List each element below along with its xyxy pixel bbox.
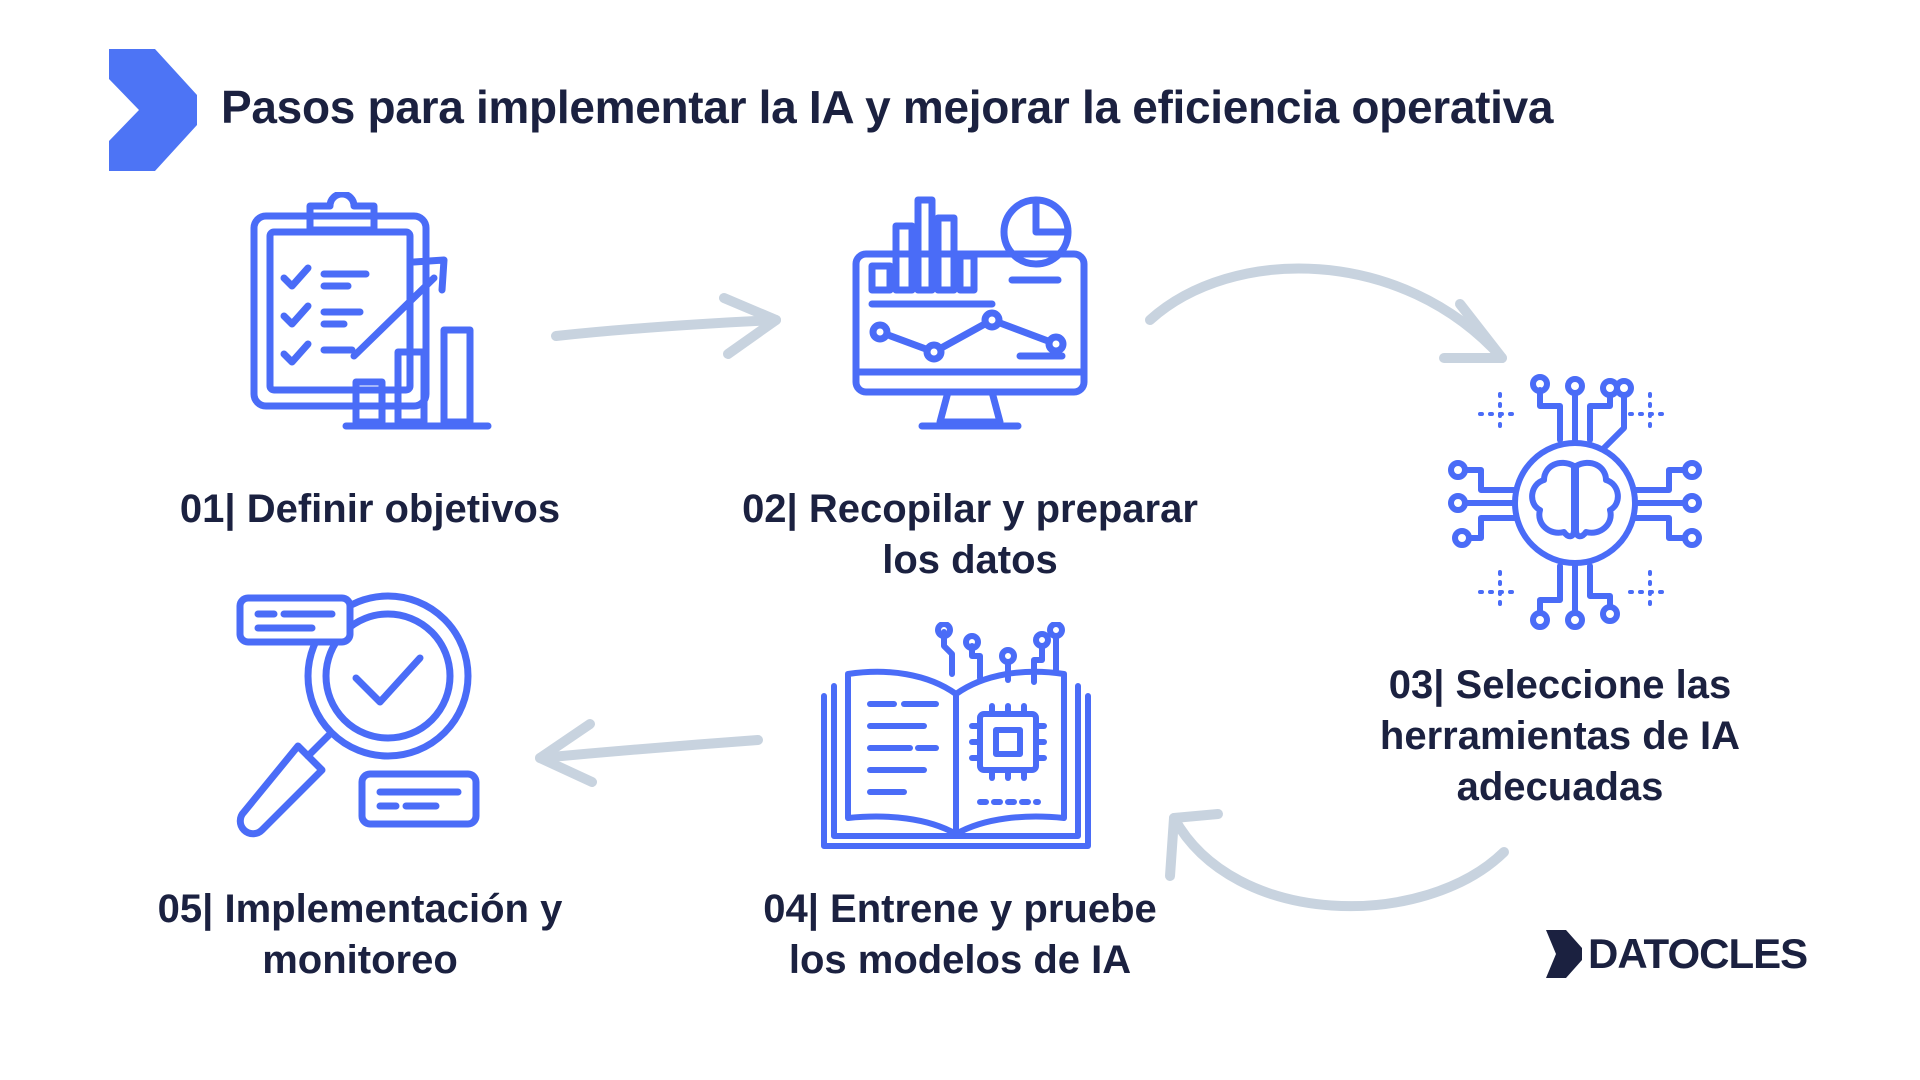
arrow-step1-to-step2 xyxy=(551,293,781,359)
arrow-step4-to-step5 xyxy=(535,719,763,787)
step-01-label: 01| Definir objetivos xyxy=(179,487,561,531)
page-title: Pasos para implementar la IA y mejorar l… xyxy=(221,81,1554,133)
brand-name: DATOCLES xyxy=(1588,930,1808,977)
clipboard-growth-chart-icon xyxy=(250,192,492,430)
title-chevron-icon xyxy=(109,49,197,171)
monitor-analytics-icon xyxy=(852,196,1088,430)
arrow-step3-to-step4 xyxy=(1165,809,1509,911)
step-02-label: 02| Recopilar y preparar los datos xyxy=(742,487,1198,582)
magnifier-check-icon xyxy=(236,592,480,838)
step-03-label: 03| Seleccione las herramientas de IA ad… xyxy=(1379,663,1741,809)
ai-brain-chip-icon xyxy=(1448,374,1702,630)
step-04-label: 04| Entrene y pruebe los modelos de IA xyxy=(763,887,1157,982)
book-chip-icon xyxy=(821,622,1091,849)
arrow-step2-to-step3 xyxy=(1145,263,1507,363)
datocles-logo-icon xyxy=(1546,930,1582,978)
brand-logo: DATOCLES xyxy=(1546,930,1808,978)
step-05-label: 05| Implementación y monitoreo xyxy=(157,887,563,982)
